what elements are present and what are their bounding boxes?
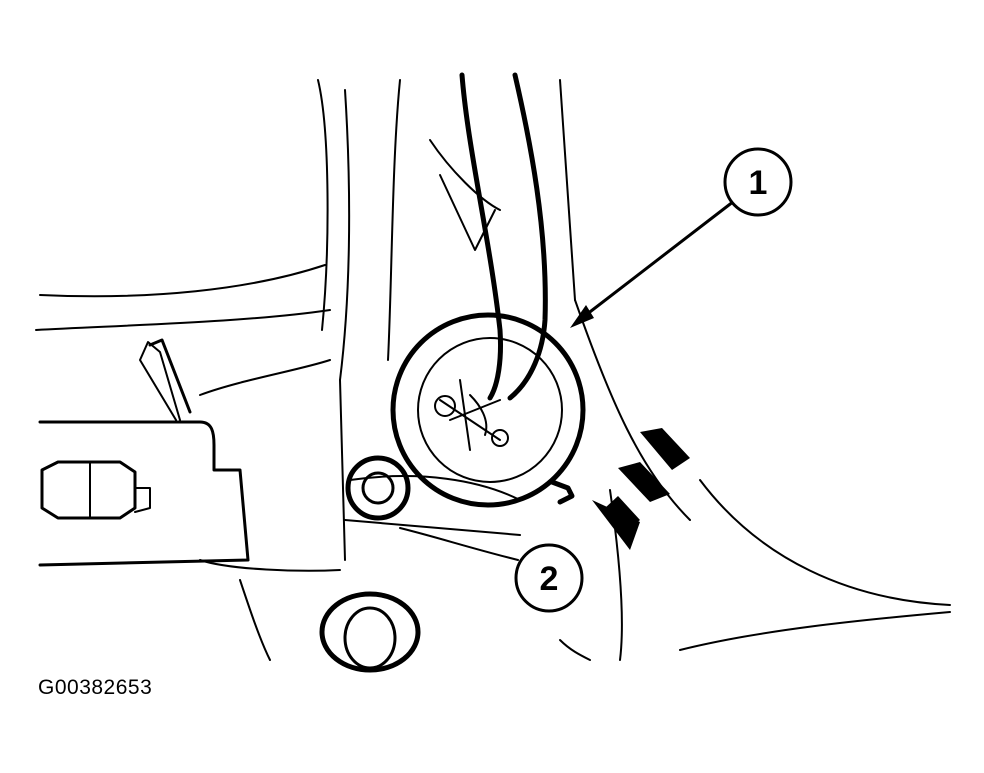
callout-2: 2 [514,543,584,613]
spacer-ring-lower [319,591,421,673]
callout-2-leader [399,527,519,561]
rotation-arrow [592,428,690,550]
callout-1-label: 1 [749,164,768,202]
bulb-socket [390,312,586,508]
spacer-ring-upper [345,455,411,521]
mounting-plate [38,338,341,572]
figure-id-label: G00382653 [38,676,153,699]
hex-bolt [40,460,151,520]
callout-2-label: 2 [540,560,559,598]
callout-1-leader [570,196,740,328]
wiring-harness [459,72,548,401]
callout-1: 1 [723,147,793,217]
bracket-outlines [35,79,951,661]
